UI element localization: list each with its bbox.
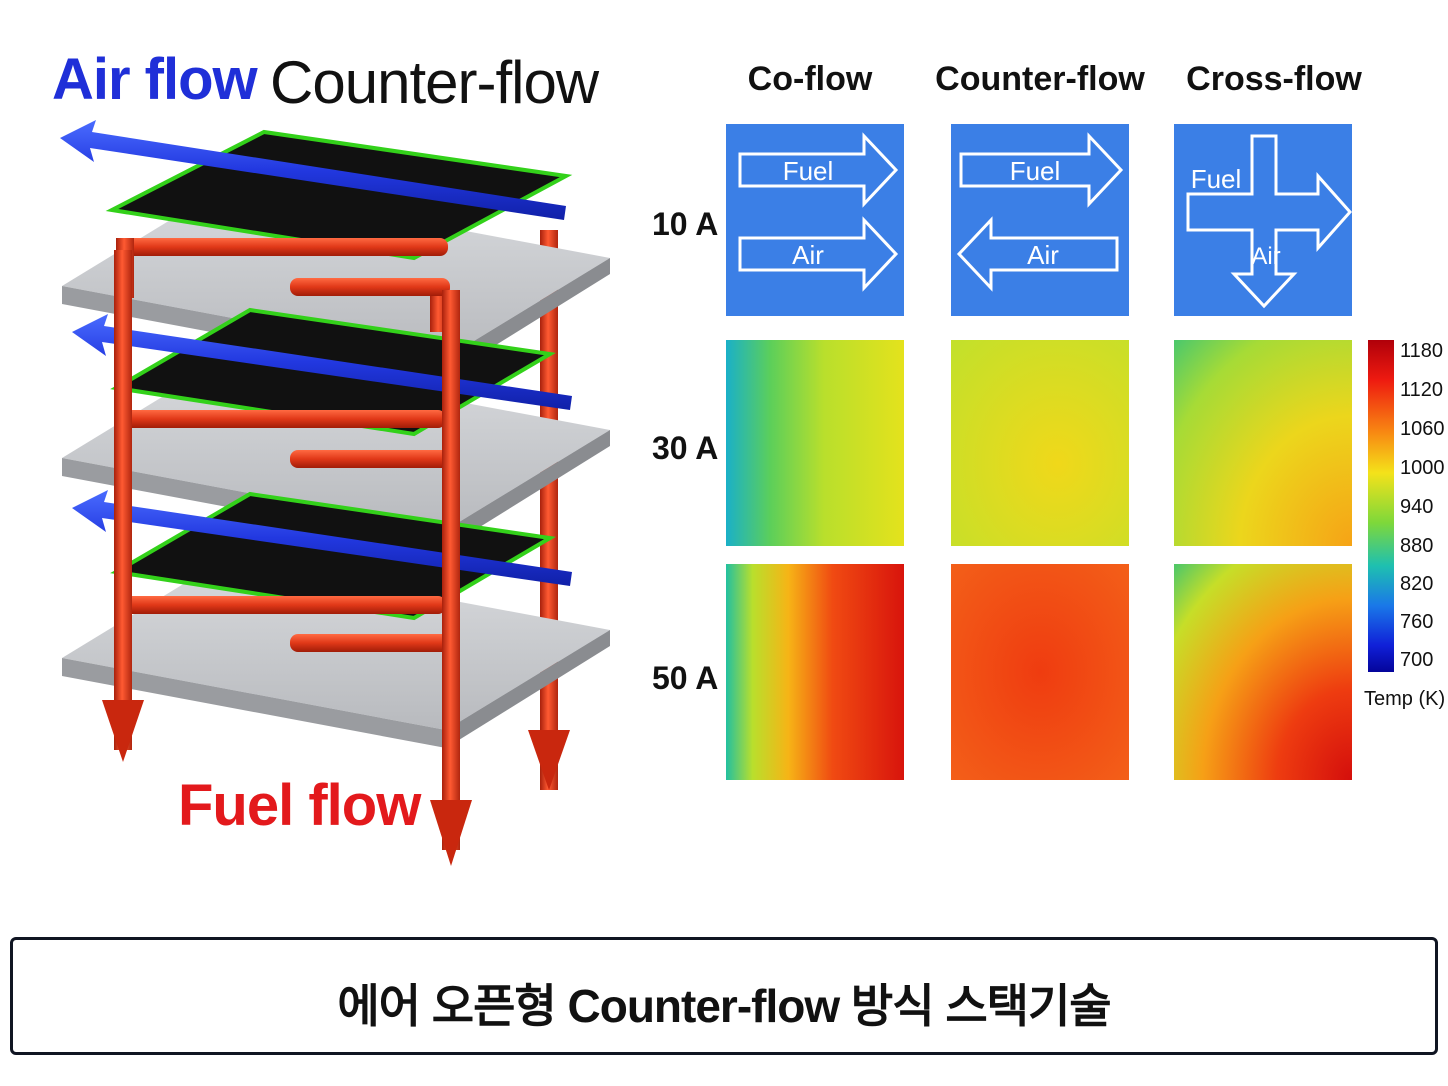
temp-map-counter-flow-50a [951, 564, 1129, 780]
caption-box: 에어 오픈형 Counter-flow 방식 스택기술 [10, 937, 1438, 1055]
fuel-pipe-left [114, 250, 132, 750]
colorbar-tick: 820 [1400, 573, 1434, 595]
schematic-counter-flow: Fuel Air [951, 124, 1129, 316]
schematic-co-flow: Fuel Air [726, 124, 904, 316]
fuel-outlet-arrow-main [430, 800, 472, 866]
fuel-label: Fuel [1010, 156, 1061, 186]
cross-arrows-icon [1186, 134, 1352, 309]
schematic-cross-flow: Fuel Air [1174, 124, 1352, 316]
colorbar-tick: 1000 [1400, 457, 1445, 479]
caption-text: 에어 오픈형 Counter-flow 방식 스택기술 [337, 980, 1111, 1032]
column-head-counter-flow: Counter-flow [935, 60, 1145, 98]
row-head-30a: 30 A [652, 430, 719, 466]
colorbar-tick: 1120 [1400, 379, 1444, 401]
air-flow-label: Air flow [52, 47, 258, 112]
air-arrow-1 [60, 120, 566, 220]
row-head-10a: 10 A [652, 206, 719, 242]
fuel-pipe-front [442, 290, 460, 850]
column-head-co-flow: Co-flow [747, 60, 873, 98]
counter-flow-heading: Counter-flow [270, 49, 599, 116]
air-arrow-icon [738, 216, 899, 292]
fuel-flow-label: Fuel flow [178, 773, 421, 838]
temperature-colorbar [1368, 340, 1394, 672]
colorbar-tick: 700 [1400, 649, 1434, 671]
air-label: Air [792, 240, 824, 270]
plate-1 [62, 186, 610, 358]
air-arrow-icon [956, 216, 1119, 292]
fuel-arrow-icon [959, 132, 1124, 208]
colorbar-label: Temp (K) [1364, 688, 1446, 710]
column-head-cross-flow: Cross-flow [1186, 60, 1362, 98]
air-label: Air [1027, 240, 1059, 270]
colorbar-tick: 880 [1400, 535, 1434, 557]
fuel-arrow-icon [738, 132, 899, 208]
temp-map-co-flow-50a [726, 564, 904, 780]
temp-map-counter-flow-30a [951, 340, 1129, 546]
temp-map-co-flow-30a [726, 340, 904, 546]
fuel-label: Fuel [783, 156, 834, 186]
stack-illustration [60, 120, 610, 866]
colorbar-tick: 1180 [1400, 340, 1444, 362]
air-label: Air [1251, 243, 1280, 270]
colorbar-tick: 1060 [1400, 418, 1445, 440]
fuel-outlet-arrow [528, 730, 570, 790]
colorbar-tick: 940 [1400, 496, 1434, 518]
temp-map-cross-flow-50a [1174, 564, 1352, 780]
row-head-50a: 50 A [652, 660, 719, 696]
colorbar-tick: 760 [1400, 611, 1434, 633]
fuel-label: Fuel [1191, 164, 1242, 194]
temp-map-cross-flow-30a [1174, 340, 1352, 546]
